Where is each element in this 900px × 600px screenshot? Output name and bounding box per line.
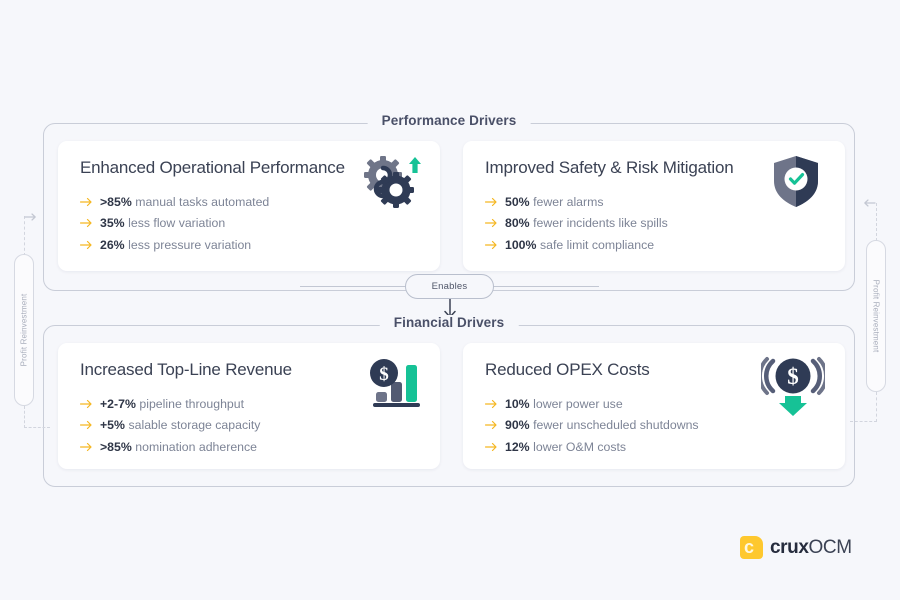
profit-reinvestment-label: Profit Reinvestment <box>871 279 881 353</box>
card-body: Improved Safety & Risk Mitigation 50% fe… <box>463 141 845 271</box>
card-body: Reduced OPEX Costs 10% lower power use 9… <box>463 343 845 469</box>
list-item: 100% safe limit compliance <box>485 234 823 255</box>
bullet-value: 12% <box>505 439 530 454</box>
financial-drivers-title: Financial Drivers <box>379 315 519 330</box>
profit-loop-line-right-lower <box>876 392 877 422</box>
card-title: Improved Safety & Risk Mitigation <box>485 158 734 177</box>
bullet-text: less flow variation <box>128 216 226 231</box>
list-item: 90% fewer unscheduled shutdowns <box>485 415 823 436</box>
arrow-left-small-icon <box>862 196 876 208</box>
bullet-text: fewer incidents like spills <box>533 216 668 231</box>
arrow-right-icon <box>80 197 93 207</box>
arrow-right-icon <box>80 420 93 430</box>
card-increased-top-line-revenue[interactable]: Increased Top-Line Revenue +2-7% pipelin… <box>58 343 440 469</box>
gears-up-arrow-icon <box>360 153 422 211</box>
profit-loop-line-left-lower <box>24 406 25 428</box>
bullet-value: 50% <box>505 194 530 209</box>
enables-connector-line-right <box>493 286 599 288</box>
shield-check-icon <box>765 153 827 211</box>
card-title: Increased Top-Line Revenue <box>80 360 292 379</box>
card-body: Enhanced Operational Performance >85% ma… <box>58 141 440 271</box>
arrow-right-icon <box>485 197 498 207</box>
arrow-right-icon <box>80 218 93 228</box>
list-item: 26% less pressure variation <box>80 234 418 255</box>
bullet-list: 10% lower power use 90% fewer unschedule… <box>485 393 823 457</box>
dollar-bar-chart-icon: $ <box>362 357 424 415</box>
bullet-value: >85% <box>100 194 132 209</box>
bullet-value: 90% <box>505 418 530 433</box>
cruxocm-logo: c cruxOCM <box>740 536 852 559</box>
logo-mark-letter: c <box>744 537 755 557</box>
list-item: >85% manual tasks automated <box>80 191 418 212</box>
coin-down-arrow-icon: $ <box>757 351 829 417</box>
arrow-right-icon <box>80 442 93 452</box>
financial-drivers-group: Financial Drivers <box>43 315 855 487</box>
bullet-list: >85% manual tasks automated 35% less flo… <box>80 191 418 255</box>
list-item: 10% lower power use <box>485 393 823 414</box>
bullet-text: pipeline throughput <box>139 396 244 411</box>
arrow-right-icon <box>80 399 93 409</box>
arrow-right-icon <box>485 399 498 409</box>
card-title: Enhanced Operational Performance <box>80 158 345 177</box>
bullet-text: nomination adherence <box>135 439 257 454</box>
profit-loop-line-left-upper <box>24 216 25 256</box>
list-item: 80% fewer incidents like spills <box>485 213 823 234</box>
bullet-text: manual tasks automated <box>135 194 270 209</box>
arrow-right-icon <box>485 240 498 250</box>
profit-reinvestment-rail-left: Profit Reinvestment <box>14 254 34 406</box>
logo-name-light: OCM <box>808 536 853 558</box>
bullet-value: 35% <box>100 216 125 231</box>
bullet-list: +2-7% pipeline throughput +5% salable st… <box>80 393 418 457</box>
profit-loop-line-right-upper <box>876 203 877 241</box>
bullet-value: 80% <box>505 216 530 231</box>
arrow-right-icon <box>80 240 93 250</box>
profit-reinvestment-rail-right: Profit Reinvestment <box>866 240 886 392</box>
bullet-value: +2-7% <box>100 396 136 411</box>
enables-label: Enables <box>431 281 468 292</box>
bullet-text: salable storage capacity <box>128 418 261 433</box>
logo-wordmark: cruxOCM <box>770 537 852 559</box>
bullet-list: 50% fewer alarms 80% fewer incidents lik… <box>485 191 823 255</box>
profit-loop-line-left-bottom <box>24 427 50 428</box>
bullet-value: +5% <box>100 418 125 433</box>
bullet-value: 100% <box>505 237 537 252</box>
profit-loop-line-right-bottom <box>850 421 877 422</box>
bullet-text: lower power use <box>533 396 623 411</box>
list-item: >85% nomination adherence <box>80 436 418 457</box>
card-title: Reduced OPEX Costs <box>485 360 650 379</box>
enables-badge: Enables <box>405 274 494 299</box>
performance-drivers-title: Performance Drivers <box>367 113 531 128</box>
svg-text:$: $ <box>379 364 389 385</box>
bullet-value: 10% <box>505 396 530 411</box>
bullet-value: >85% <box>100 439 132 454</box>
card-body: Increased Top-Line Revenue +2-7% pipelin… <box>58 343 440 469</box>
list-item: 50% fewer alarms <box>485 191 823 212</box>
list-item: 12% lower O&M costs <box>485 436 823 457</box>
bullet-value: 26% <box>100 237 125 252</box>
card-improved-safety-risk-mitigation[interactable]: Improved Safety & Risk Mitigation 50% fe… <box>463 141 845 271</box>
arrow-right-small-icon <box>24 210 38 222</box>
svg-text:$: $ <box>787 364 799 389</box>
list-item: +2-7% pipeline throughput <box>80 393 418 414</box>
card-reduced-opex-costs[interactable]: Reduced OPEX Costs 10% lower power use 9… <box>463 343 845 469</box>
bullet-text: fewer alarms <box>533 194 604 209</box>
bullet-text: fewer unscheduled shutdowns <box>533 418 699 433</box>
card-enhanced-operational-performance[interactable]: Enhanced Operational Performance >85% ma… <box>58 141 440 271</box>
bullet-text: safe limit compliance <box>539 237 655 252</box>
list-item: 35% less flow variation <box>80 213 418 234</box>
arrow-right-icon <box>485 442 498 452</box>
arrow-right-icon <box>485 218 498 228</box>
enables-connector-line-left <box>300 286 406 288</box>
bullet-text: less pressure variation <box>128 237 252 252</box>
bullet-text: lower O&M costs <box>533 439 627 454</box>
logo-name-bold: crux <box>770 536 809 558</box>
arrow-right-icon <box>485 420 498 430</box>
logo-mark-icon: c <box>740 536 763 559</box>
profit-reinvestment-label: Profit Reinvestment <box>19 293 29 367</box>
list-item: +5% salable storage capacity <box>80 415 418 436</box>
